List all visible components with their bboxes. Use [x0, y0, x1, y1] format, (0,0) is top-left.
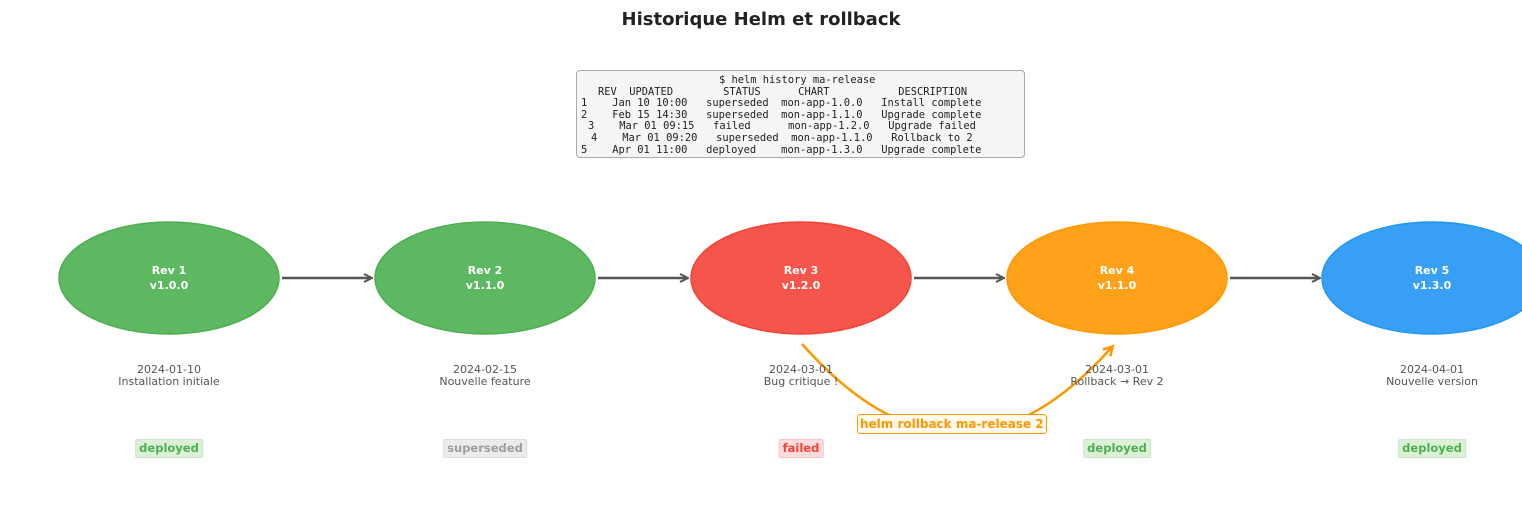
status-badge-rev-5: deployed — [1398, 439, 1466, 458]
node-rev-5-shape — [1321, 221, 1522, 335]
node-rev-1: Rev 1 v1.0.0 — [58, 221, 280, 335]
node-rev-5: Rev 5 v1.3.0 — [1321, 221, 1522, 335]
node-rev-3: Rev 3 v1.2.0 — [690, 221, 912, 335]
node-rev-5-label: Rev 5 — [1415, 264, 1450, 277]
node-rev-1-label: Rev 1 — [152, 264, 187, 277]
node-rev-4-version: v1.1.0 — [1098, 279, 1137, 292]
node-rev-1-shape — [58, 221, 280, 335]
status-badge-rev-2: superseded — [443, 439, 527, 458]
rev-2-note: Nouvelle feature — [439, 374, 531, 388]
diagram-title: Historique Helm et rollback — [621, 9, 901, 30]
rev-4-note: Rollback → Rev 2 — [1070, 374, 1164, 388]
rev-1-note: Installation initiale — [118, 374, 220, 388]
rev-4-info: 2024-03-01 Rollback → Rev 2 — [1007, 364, 1227, 387]
rev-2-info: 2024-02-15 Nouvelle feature — [375, 364, 595, 387]
node-rev-4: Rev 4 v1.1.0 — [1006, 221, 1228, 335]
node-rev-5-version: v1.3.0 — [1413, 279, 1452, 292]
terminal-row-3: 3 Mar 01 09:15 failed mon-app-1.2.0 Upgr… — [588, 120, 976, 133]
node-rev-2: Rev 2 v1.1.0 — [374, 221, 596, 335]
terminal-row-2: 2 Feb 15 14:30 superseded mon-app-1.1.0 … — [581, 108, 982, 121]
rev-3-info: 2024-03-01 Bug critique ! — [691, 364, 911, 387]
node-rev-4-shape — [1006, 221, 1228, 335]
status-badge-rev-3: failed — [778, 439, 824, 458]
rev-2-date: 2024-02-15 — [453, 363, 517, 376]
node-rev-4-label: Rev 4 — [1100, 264, 1135, 277]
rev-1-info: 2024-01-10 Installation initiale — [59, 364, 279, 387]
terminal-header: REV UPDATED STATUS CHART DESCRIPTION — [598, 85, 968, 98]
rev-5-info: 2024-04-01 Nouvelle version — [1322, 364, 1522, 387]
terminal-row-5: 5 Apr 01 11:00 deployed mon-app-1.3.0 Up… — [581, 143, 982, 156]
node-rev-2-version: v1.1.0 — [466, 279, 505, 292]
node-rev-3-version: v1.2.0 — [782, 279, 821, 292]
status-badge-rev-4: deployed — [1083, 439, 1151, 458]
node-rev-2-shape — [374, 221, 596, 335]
rev-5-note: Nouvelle version — [1386, 374, 1478, 388]
node-rev-3-shape — [690, 221, 912, 335]
rev-4-date: 2024-03-01 — [1085, 363, 1149, 376]
terminal-row-4: 4 Mar 01 09:20 superseded mon-app-1.1.0 … — [591, 131, 973, 144]
rev-3-note: Bug critique ! — [763, 374, 839, 388]
rollback-command-label: helm rollback ma-release 2 — [857, 414, 1047, 434]
terminal-row-1: 1 Jan 10 10:00 superseded mon-app-1.0.0 … — [581, 97, 982, 110]
terminal-command: $ helm history ma-release — [719, 74, 876, 86]
node-rev-2-label: Rev 2 — [468, 264, 503, 277]
node-rev-1-version: v1.0.0 — [150, 279, 189, 292]
rev-1-date: 2024-01-10 — [137, 363, 201, 376]
node-rev-3-label: Rev 3 — [784, 264, 819, 277]
helm-history-terminal: $ helm history ma-release REV UPDATED ST… — [576, 70, 1025, 158]
status-badge-rev-1: deployed — [135, 439, 203, 458]
rev-3-date: 2024-03-01 — [769, 363, 833, 376]
rev-5-date: 2024-04-01 — [1400, 363, 1464, 376]
